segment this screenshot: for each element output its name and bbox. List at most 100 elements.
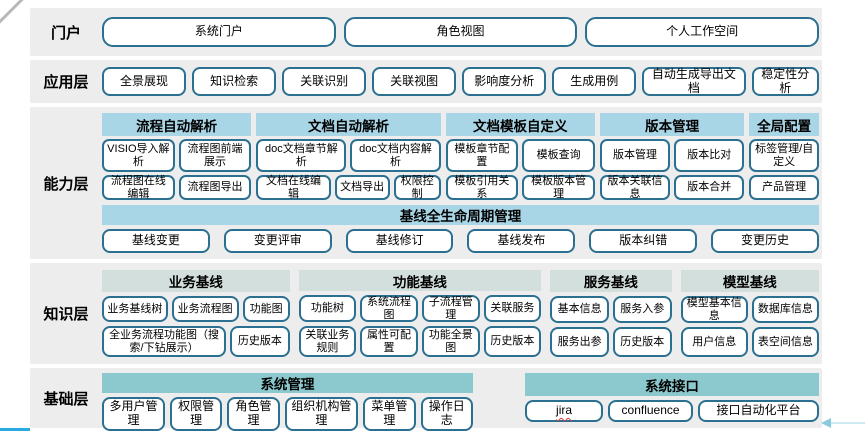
foundation-button: 组织机构管理 xyxy=(284,397,359,431)
knowledge-button: 服务出参 xyxy=(550,326,609,357)
knowledge-button: 功能树 xyxy=(298,295,357,322)
knowledge-button: 历史版本 xyxy=(612,326,672,357)
foundation-group-header: 系统接口 xyxy=(524,373,819,396)
knowledge-button: 模型基本信息 xyxy=(680,296,748,324)
corner-diagonal-decoration xyxy=(0,0,25,24)
baseline-button: 版本纠错 xyxy=(589,229,698,253)
capability-button: 模板版本管理 xyxy=(522,175,595,200)
knowledge-group: 功能基线 功能树 系统流程图 子流程管理 关联服务 关联业务规则 属性可配置 功… xyxy=(298,270,542,357)
capability-button: 文档在线编辑 xyxy=(256,175,331,200)
capability-group: 流程自动解析 VISIO导入解析 流程图前端展示 流程图在线编辑 流程图导出 xyxy=(102,113,252,200)
capability-group: 文档自动解析 doc文档章节解析 doc文档内容解析 文档在线编辑 文档导出 权… xyxy=(256,113,441,200)
baseline-button: 变更评审 xyxy=(223,229,332,253)
capability-button: doc文档内容解析 xyxy=(350,139,441,172)
portal-layer-band: 门户 系统门户 角色视图 个人工作空间 xyxy=(30,8,822,56)
knowledge-button: 用户信息 xyxy=(680,327,748,357)
baseline-button: 基线变更 xyxy=(102,229,210,253)
capability-group-header: 全局配置 xyxy=(749,113,819,136)
knowledge-button: 关联业务规则 xyxy=(298,326,357,357)
bottom-blue-accent-line xyxy=(0,428,30,431)
capability-button: 流程图导出 xyxy=(178,175,252,200)
foundation-layer-band: 基础层 系统管理 多用户管理 权限管理 角色管理 组织机构管理 菜单管理 操作日… xyxy=(30,368,822,431)
knowledge-button: 历史版本 xyxy=(483,326,542,357)
knowledge-button: 功能全景图 xyxy=(421,326,480,357)
foundation-button: 多用户管理 xyxy=(102,397,165,431)
baseline-lifecycle-header: 基线全生命周期管理 xyxy=(102,205,819,226)
capability-button: 模板引用关系 xyxy=(445,175,519,200)
baseline-button: 变更历史 xyxy=(711,229,819,253)
foundation-button: 菜单管理 xyxy=(363,397,416,431)
knowledge-button: 关联服务 xyxy=(483,295,542,322)
capability-group-header: 文档模板自定义 xyxy=(445,113,595,136)
baseline-button: 基线发布 xyxy=(467,229,576,253)
knowledge-button: 数据库信息 xyxy=(751,296,820,324)
baseline-buttons: 基线变更 变更评审 基线修订 基线发布 版本纠错 变更历史 xyxy=(102,229,819,253)
layer-label-portal: 门户 xyxy=(50,24,81,42)
knowledge-group-header: 业务基线 xyxy=(102,270,290,293)
knowledge-button: 历史版本 xyxy=(230,326,290,357)
knowledge-button: 业务流程图 xyxy=(171,296,239,322)
layer-label-knowledge: 知识层 xyxy=(43,306,89,323)
capability-button: 流程图前端展示 xyxy=(178,139,252,172)
knowledge-button: 服务入参 xyxy=(612,296,672,323)
capability-groups: 流程自动解析 VISIO导入解析 流程图前端展示 流程图在线编辑 流程图导出 文… xyxy=(102,113,819,200)
knowledge-group-header: 模型基线 xyxy=(680,270,820,293)
knowledge-layer-band: 知识层 业务基线 业务基线树 业务流程图 功能图 全业务流程功能图（搜索/下钻展… xyxy=(30,263,822,364)
capability-button: 文档导出 xyxy=(334,175,390,200)
knowledge-group: 业务基线 业务基线树 业务流程图 功能图 全业务流程功能图（搜索/下钻展示） 历… xyxy=(102,270,290,357)
knowledge-group: 模型基线 模型基本信息 数据库信息 用户信息 表空间信息 xyxy=(680,270,820,357)
knowledge-button: 全业务流程功能图（搜索/下钻展示） xyxy=(102,326,227,357)
foundation-group: 系统管理 多用户管理 权限管理 角色管理 组织机构管理 菜单管理 操作日志 xyxy=(102,373,473,431)
portal-button: 个人工作空间 xyxy=(585,17,820,47)
application-button: 全景展现 xyxy=(102,67,187,96)
capability-button: 版本关联信息 xyxy=(599,175,671,200)
knowledge-group-header: 功能基线 xyxy=(298,270,542,291)
application-button: 生成用例 xyxy=(552,67,637,96)
knowledge-button: 表空间信息 xyxy=(751,327,820,357)
capability-layer-band: 能力层 流程自动解析 VISIO导入解析 流程图前端展示 流程图在线编辑 流程图… xyxy=(30,107,822,259)
foundation-button: 权限管理 xyxy=(169,397,223,431)
portal-button: 系统门户 xyxy=(102,17,336,47)
knowledge-button: 基本信息 xyxy=(550,296,609,323)
knowledge-group: 服务基线 基本信息 服务入参 服务出参 历史版本 xyxy=(550,270,672,357)
capability-button: 权限控制 xyxy=(393,175,441,200)
foundation-group-header: 系统管理 xyxy=(102,373,473,393)
capability-group-header: 版本管理 xyxy=(599,113,745,136)
capability-button: VISIO导入解析 xyxy=(102,139,175,172)
knowledge-button: 业务基线树 xyxy=(102,296,168,322)
left-arrow-icon xyxy=(821,418,831,428)
application-button: 自动生成导出文档 xyxy=(642,67,746,96)
knowledge-button: 系统流程图 xyxy=(360,295,418,322)
layer-label-application: 应用层 xyxy=(43,74,89,91)
capability-button: 流程图在线编辑 xyxy=(102,175,175,200)
application-button: 影响度分析 xyxy=(462,67,547,96)
foundation-button: 角色管理 xyxy=(227,397,280,431)
portal-button: 角色视图 xyxy=(343,17,578,47)
left-arrow-line xyxy=(829,422,865,424)
capability-group-header: 文档自动解析 xyxy=(256,113,441,136)
layer-label-capability: 能力层 xyxy=(43,175,89,193)
capability-button: 模板章节配置 xyxy=(445,139,519,172)
capability-button: 标签管理/自定义 xyxy=(749,139,819,172)
knowledge-button: 属性可配置 xyxy=(360,326,418,357)
capability-button: 模板查询 xyxy=(522,139,595,172)
foundation-button: 操作日志 xyxy=(420,397,473,431)
capability-button: 版本管理 xyxy=(599,139,671,172)
capability-button: doc文档章节解析 xyxy=(256,139,347,172)
knowledge-button: 子流程管理 xyxy=(421,295,480,322)
capability-group-header: 流程自动解析 xyxy=(102,113,252,136)
application-button: 关联视图 xyxy=(372,67,457,96)
capability-button: 版本比对 xyxy=(674,139,745,172)
capability-button: 产品管理 xyxy=(749,175,819,200)
application-button: 稳定性分析 xyxy=(751,67,819,96)
knowledge-button: 功能图 xyxy=(242,296,290,322)
baseline-button: 基线修订 xyxy=(345,229,454,253)
capability-group: 全局配置 标签管理/自定义 产品管理 xyxy=(749,113,819,200)
capability-group: 版本管理 版本管理 版本比对 版本关联信息 版本合并 xyxy=(599,113,745,200)
foundation-button: 接口自动化平台 xyxy=(697,400,819,422)
application-button: 知识检索 xyxy=(192,67,277,96)
application-button: 关联识别 xyxy=(282,67,367,96)
application-layer-band: 应用层 全景展现 知识检索 关联识别 关联视图 影响度分析 生成用例 自动生成导… xyxy=(30,60,822,103)
foundation-button-confluence: confluence xyxy=(608,400,693,422)
